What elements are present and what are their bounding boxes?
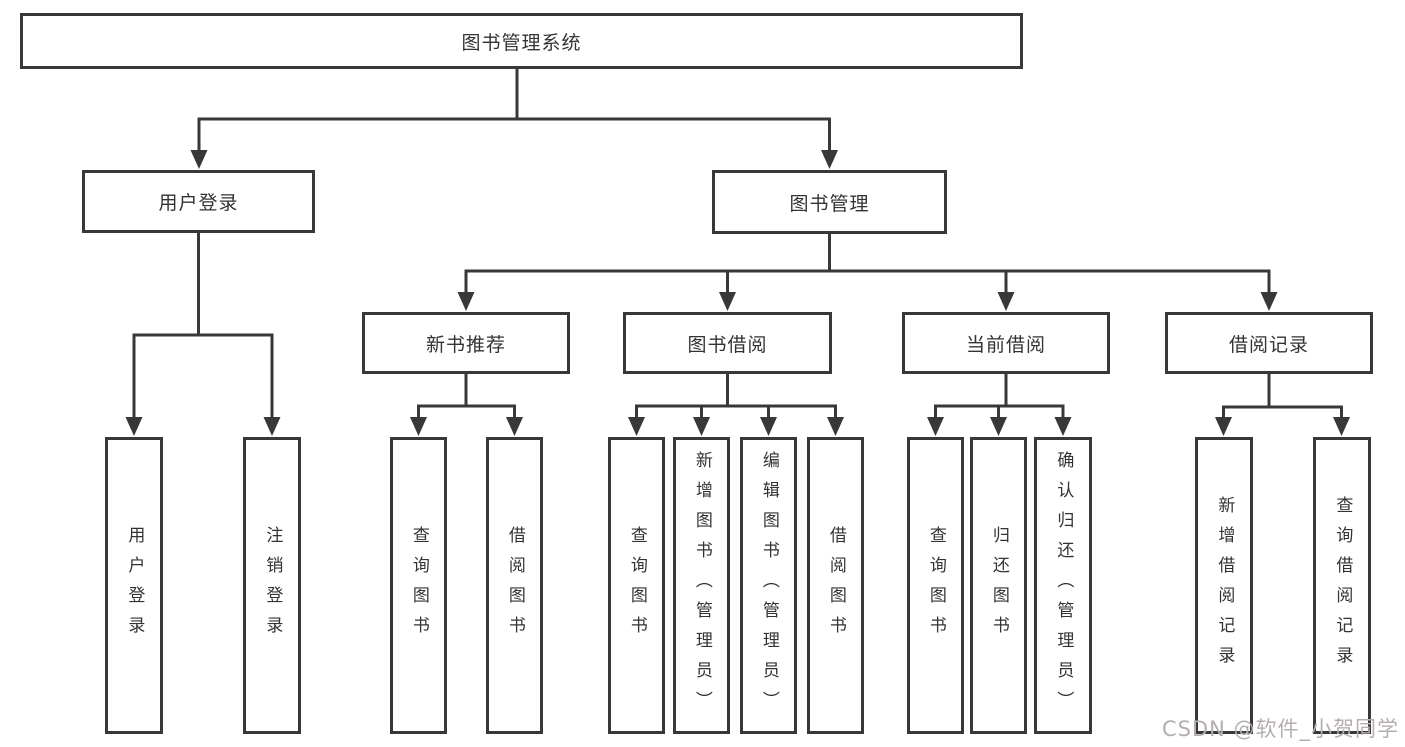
leaf-query-books-2: 查询图书 xyxy=(608,437,665,734)
node-label: 确认归还（管理员） xyxy=(1053,450,1074,721)
node-label: 借阅图书 xyxy=(825,525,846,646)
leaf-borrow-books-2: 借阅图书 xyxy=(807,437,864,734)
leaf-query-books-3: 查询图书 xyxy=(907,437,964,734)
node-label: 图书管理 xyxy=(789,192,870,215)
node-label: 查询图书 xyxy=(626,525,647,646)
node-label: 查询借阅记录 xyxy=(1332,495,1353,676)
node-label: 借阅记录 xyxy=(1228,333,1309,356)
node-label: 编辑图书（管理员） xyxy=(758,450,779,721)
leaf-query-borrow-record: 查询借阅记录 xyxy=(1313,437,1371,734)
leaf-add-borrow-record: 新增借阅记录 xyxy=(1195,437,1253,734)
node-label: 图书管理系统 xyxy=(461,31,582,54)
node-label: 查询图书 xyxy=(925,525,946,646)
leaf-query-books-1: 查询图书 xyxy=(390,437,447,734)
node-user-login: 用户登录 xyxy=(82,170,315,233)
leaf-logout: 注销登录 xyxy=(243,437,301,734)
leaf-edit-book-admin: 编辑图书（管理员） xyxy=(740,437,797,734)
watermark: CSDN @软件_小贺同学 xyxy=(1161,717,1399,741)
node-current-borrowing: 当前借阅 xyxy=(902,312,1110,374)
node-label: 注销登录 xyxy=(262,525,283,646)
node-label: 新书推荐 xyxy=(425,333,506,356)
leaf-borrow-books-1: 借阅图书 xyxy=(486,437,543,734)
node-label: 用户登录 xyxy=(124,525,145,646)
node-label: 新增借阅记录 xyxy=(1214,495,1235,676)
node-library-management-system: 图书管理系统 xyxy=(20,13,1023,69)
leaf-confirm-return-admin: 确认归还（管理员） xyxy=(1034,437,1092,734)
leaf-user-login: 用户登录 xyxy=(105,437,163,734)
node-label: 查询图书 xyxy=(408,525,429,646)
node-book-borrowing: 图书借阅 xyxy=(623,312,832,374)
node-label: 用户登录 xyxy=(158,192,239,214)
leaf-return-book: 归还图书 xyxy=(970,437,1027,734)
arrowheads xyxy=(125,150,1350,436)
node-label: 归还图书 xyxy=(988,525,1009,646)
node-borrowing-records: 借阅记录 xyxy=(1165,312,1373,374)
node-new-book-recommendation: 新书推荐 xyxy=(362,312,570,374)
node-book-management: 图书管理 xyxy=(712,170,947,234)
node-label: 图书借阅 xyxy=(687,333,768,356)
leaf-add-book-admin: 新增图书（管理员） xyxy=(673,437,730,734)
node-label: 新增图书（管理员） xyxy=(691,450,712,721)
node-label: 当前借阅 xyxy=(965,333,1046,356)
node-label: 借阅图书 xyxy=(504,525,525,646)
